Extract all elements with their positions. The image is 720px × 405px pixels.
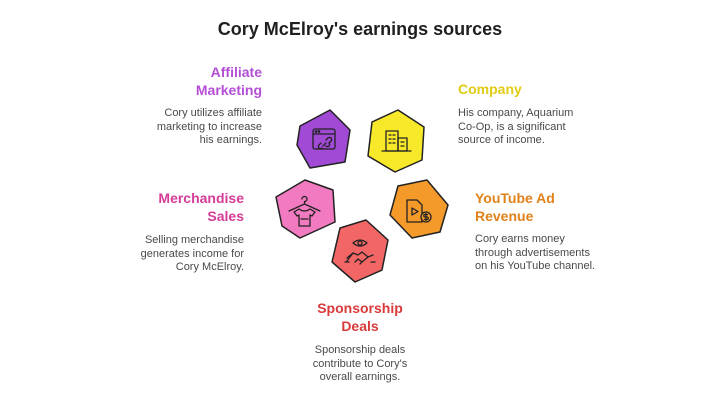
youtube-ad-revenue-shape — [389, 179, 449, 239]
tshirt-hanger-icon — [288, 195, 321, 227]
youtube-ad-revenue-heading-line-2: Revenue — [475, 208, 534, 224]
company-description: His company, Aquarium Co-Op, is a signif… — [458, 107, 608, 148]
merchandise-sales-shape — [275, 179, 336, 239]
sponsorship-deals-shape — [331, 219, 389, 283]
affiliate-marketing-description-line-3: his earnings. — [199, 134, 262, 146]
youtube-ad-revenue-description-line-2: through advertisements — [475, 246, 590, 259]
youtube-ad-revenue-heading-line-1: YouTube Ad — [475, 190, 555, 206]
sponsorship-deals-heading-line-1: Sponsorship — [317, 300, 403, 316]
sponsorship-deals-description-line-1: Sponsorship deals — [314, 344, 406, 356]
company-description-line-3: source of income. — [458, 134, 545, 146]
youtube-ad-revenue-description-line-3: on his YouTube channel. — [475, 260, 596, 272]
video-dollar-icon — [406, 199, 432, 223]
affiliate-marketing-heading: Affiliate Marketing — [150, 63, 262, 99]
handshake-eye-icon — [344, 239, 376, 265]
company-heading: Company — [458, 80, 618, 98]
affiliate-marketing-heading-line-1: Affiliate — [210, 64, 262, 80]
merchandise-sales-description-line-1: Selling merchandise — [144, 234, 244, 246]
company-description-line-1: His company, Aquarium — [458, 107, 574, 119]
affiliate-marketing-description: Cory utilizes affiliate marketing to inc… — [130, 107, 262, 148]
diagram-title: Cory McElroy's earnings sources — [217, 19, 503, 39]
laptop-link-icon — [312, 128, 336, 150]
sponsorship-deals-description-line-3: overall earnings. — [319, 371, 401, 383]
merchandise-sales-heading: Merchandise Sales — [124, 189, 244, 225]
merchandise-sales-description-line-2: generates income for — [140, 247, 244, 260]
affiliate-marketing-description-line-2: marketing to increase — [156, 120, 262, 133]
merchandise-sales-description: Selling merchandise generates income for… — [114, 234, 244, 275]
company-shape — [367, 109, 425, 173]
building-icon — [381, 130, 412, 152]
sponsorship-deals-heading: Sponsorship Deals — [290, 299, 430, 335]
youtube-ad-revenue-description-line-1: Cory earns money — [475, 233, 565, 245]
merchandise-sales-description-line-3: Cory McElroy. — [175, 261, 244, 273]
youtube-ad-revenue-description: Cory earns money through advertisements … — [475, 233, 635, 274]
youtube-ad-revenue-heading: YouTube Ad Revenue — [475, 189, 635, 225]
sponsorship-deals-description: Sponsorship deals contribute to Cory's o… — [290, 344, 430, 385]
sponsorship-deals-heading-line-2: Deals — [341, 318, 379, 334]
company-description-line-2: Co-Op, is a significant — [458, 120, 566, 133]
merchandise-sales-heading-line-2: Sales — [207, 208, 244, 224]
affiliate-marketing-description-line-1: Cory utilizes affiliate — [164, 107, 262, 119]
affiliate-marketing-shape — [296, 109, 351, 169]
merchandise-sales-heading-line-1: Merchandise — [158, 190, 244, 206]
sponsorship-deals-description-line-2: contribute to Cory's — [312, 357, 408, 370]
affiliate-marketing-heading-line-2: Marketing — [195, 82, 262, 98]
company-heading-line-1: Company — [458, 81, 522, 97]
